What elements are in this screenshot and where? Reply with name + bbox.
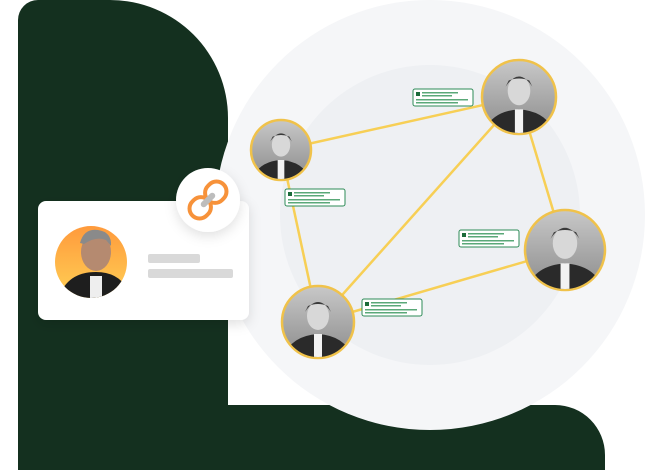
connection-label-card xyxy=(361,298,423,317)
link-chain-icon xyxy=(187,179,229,221)
connection-label-card xyxy=(412,88,474,107)
connection-label-card xyxy=(284,188,346,207)
profile-card[interactable] xyxy=(38,201,249,320)
edge-b-d xyxy=(317,96,520,323)
detail-placeholder-bar xyxy=(148,269,233,278)
name-placeholder-bar xyxy=(148,254,200,263)
link-badge[interactable] xyxy=(176,168,240,232)
edge-c-d xyxy=(317,248,566,324)
edge-a-b xyxy=(280,95,520,152)
halo-inner xyxy=(280,65,580,365)
connection-label-card xyxy=(458,229,520,248)
dark-green-panel xyxy=(18,0,605,470)
